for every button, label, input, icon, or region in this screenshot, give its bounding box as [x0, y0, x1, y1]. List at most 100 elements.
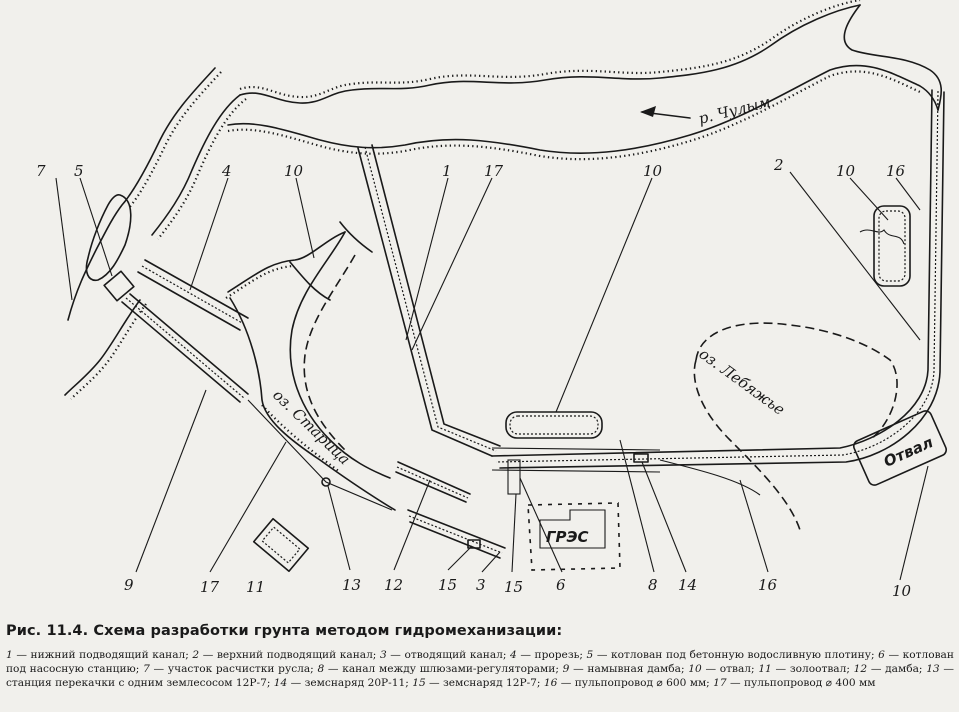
caption-prefix: Рис. 11.4. [6, 623, 89, 639]
river-north-bank-hatch [239, 0, 861, 99]
callout-6: 6 [556, 576, 566, 594]
callout-4: 4 [221, 162, 232, 180]
west-channel-bank-a-hatch [127, 71, 222, 210]
legend-item: 13 — станция перекачки с одним землесосо… [6, 663, 954, 689]
pulp-pipeline-600 [659, 459, 761, 496]
legend-item-text: намывная дамба; [587, 663, 685, 675]
lake-starica-shore [229, 297, 396, 511]
west-channel-bank-b [64, 299, 141, 396]
callout-17-bottom: 17 [200, 578, 220, 596]
legend-item-text: котлован под насосную станцию; [6, 649, 954, 675]
legend-item-number: 5 [586, 649, 594, 661]
legend-item: 9 — намывная дамба; [562, 663, 685, 675]
starica-north-bank [227, 231, 346, 293]
ash-dump-11 [252, 517, 310, 573]
callout-9: 9 [124, 576, 134, 594]
legend-item: 10 — отвал; [688, 663, 755, 675]
north-bank-bend-hatch [157, 98, 247, 240]
legend-item-text: отводящий канал; [404, 649, 507, 661]
legend-item-text: дамба; [885, 663, 923, 675]
lake-lebyazhe-shore [695, 322, 898, 441]
legend-item-number: 11 [758, 663, 772, 675]
legend-item-text: золоотвал; [789, 663, 850, 675]
callout-1: 1 [442, 162, 452, 180]
callout-10-east: 10 [836, 162, 856, 180]
legend-item: 4 — прорезь; [510, 649, 583, 661]
legend-item: 14 — земснаряд 20Р-11; [273, 677, 409, 689]
legend-item-text: канал между шлюзами-регуляторами; [342, 663, 559, 675]
callout-12: 12 [384, 576, 403, 594]
callout-17-top: 17 [484, 162, 504, 180]
legend-item-number: 8 [317, 663, 325, 675]
legend-item-text: пульпопровод ⌀ 600 мм; [574, 677, 710, 689]
legend-item: 16 — пульпопровод ⌀ 600 мм; [543, 677, 710, 689]
scheme-figure: р. Чулым оз. Старица [36, 0, 948, 600]
tpp-fence [527, 502, 621, 571]
north-bank-bend [151, 94, 241, 236]
legend-item-number: 16 [543, 677, 558, 689]
upper-supply-canal-2 [491, 89, 945, 469]
spoil-centre-inner [509, 415, 599, 435]
legend-item-number: 2 [192, 649, 200, 661]
callout-15-a: 15 [438, 576, 457, 594]
flow-arrow-head [640, 106, 656, 117]
callout-2: 2 [773, 156, 784, 174]
legend-item-text: земснаряд 12Р-7; [443, 677, 541, 689]
callout-5: 5 [74, 162, 84, 180]
legend-item-number: 15 [412, 677, 426, 689]
pulp-pipeline-400 [247, 399, 393, 511]
river-island-bank [843, 4, 942, 111]
spoil-otval-label: Отвал [881, 433, 936, 471]
lower-supply-canal-1 [357, 144, 501, 457]
legend-item: 5 — котлован под бетонную водосливную пл… [586, 649, 875, 661]
figure-legend: 1 — нижний подводящий канал; 2 — верхний… [6, 648, 954, 690]
legend-item-number: 9 [562, 663, 570, 675]
leader-lines [55, 171, 929, 581]
transfer-station-13 [321, 477, 331, 487]
pump-station-pit-6 [507, 459, 521, 495]
figure-caption: Рис. 11.4. Схема разработки грунта метод… [6, 623, 954, 639]
lake-lebyazhe-shore-south [693, 359, 801, 531]
callout-16-bottom: 16 [758, 576, 778, 594]
river-label: р. Чулым [697, 93, 773, 128]
callout-16-top: 16 [886, 162, 906, 180]
callout-10-top: 10 [643, 162, 663, 180]
legend-item-text: нижний подводящий канал; [30, 649, 189, 661]
legend-item-number: 1 [6, 649, 13, 661]
legend-item-number: 17 [713, 677, 727, 689]
legend-item-number: 10 [688, 663, 702, 675]
pit-5 [103, 270, 135, 302]
legend-item-text: верхний подводящий канал; [216, 649, 377, 661]
callout-15-b: 15 [504, 578, 523, 596]
caption-text: Схема разработки грунта методом гидромех… [93, 623, 563, 639]
river-north-bank [239, 4, 861, 104]
spoil-centre [505, 411, 603, 439]
callout-8: 8 [648, 576, 658, 594]
legend-item-text: земснаряд 20Р-11; [304, 677, 409, 689]
legend-item-text: отвал; [719, 663, 755, 675]
tpp-label: ГРЭС [546, 528, 589, 546]
dredger-15 [467, 539, 481, 549]
legend-item-text: пульпопровод ⌀ 400 мм [743, 677, 876, 689]
west-channel-bank-b-hatch [70, 303, 147, 400]
tpp-building [539, 509, 606, 549]
scheme-drawing: р. Чулым оз. Старица [36, 0, 948, 600]
legend-item-number: 3 [379, 649, 387, 661]
alluvial-dam-9 [121, 293, 249, 403]
starica-north-bank-hatch [225, 264, 294, 299]
legend-item: 2 — верхний подводящий канал; [192, 649, 377, 661]
legend-item: 12 — дамба; [853, 663, 923, 675]
lake-starica-shore-hatch [261, 404, 341, 473]
callout-11: 11 [246, 578, 265, 596]
lake-starica-east-dash [303, 254, 356, 451]
river-south-bank-hatch [227, 70, 921, 161]
spoil-east [859, 205, 911, 287]
legend-item: 3 — отводящий канал; [379, 649, 507, 661]
callout-14: 14 [678, 576, 697, 594]
legend-item-text: котлован под бетонную водосливную плотин… [611, 649, 875, 661]
legend-item: 15 — земснаряд 12Р-7; [412, 677, 541, 689]
legend-item-text: участок расчистки русла; [167, 663, 314, 675]
callout-10-west: 10 [284, 162, 304, 180]
lake-starica-label: оз. Старица [269, 386, 353, 468]
legend-item: 8 — канал между шлюзами-регуляторами; [317, 663, 559, 675]
